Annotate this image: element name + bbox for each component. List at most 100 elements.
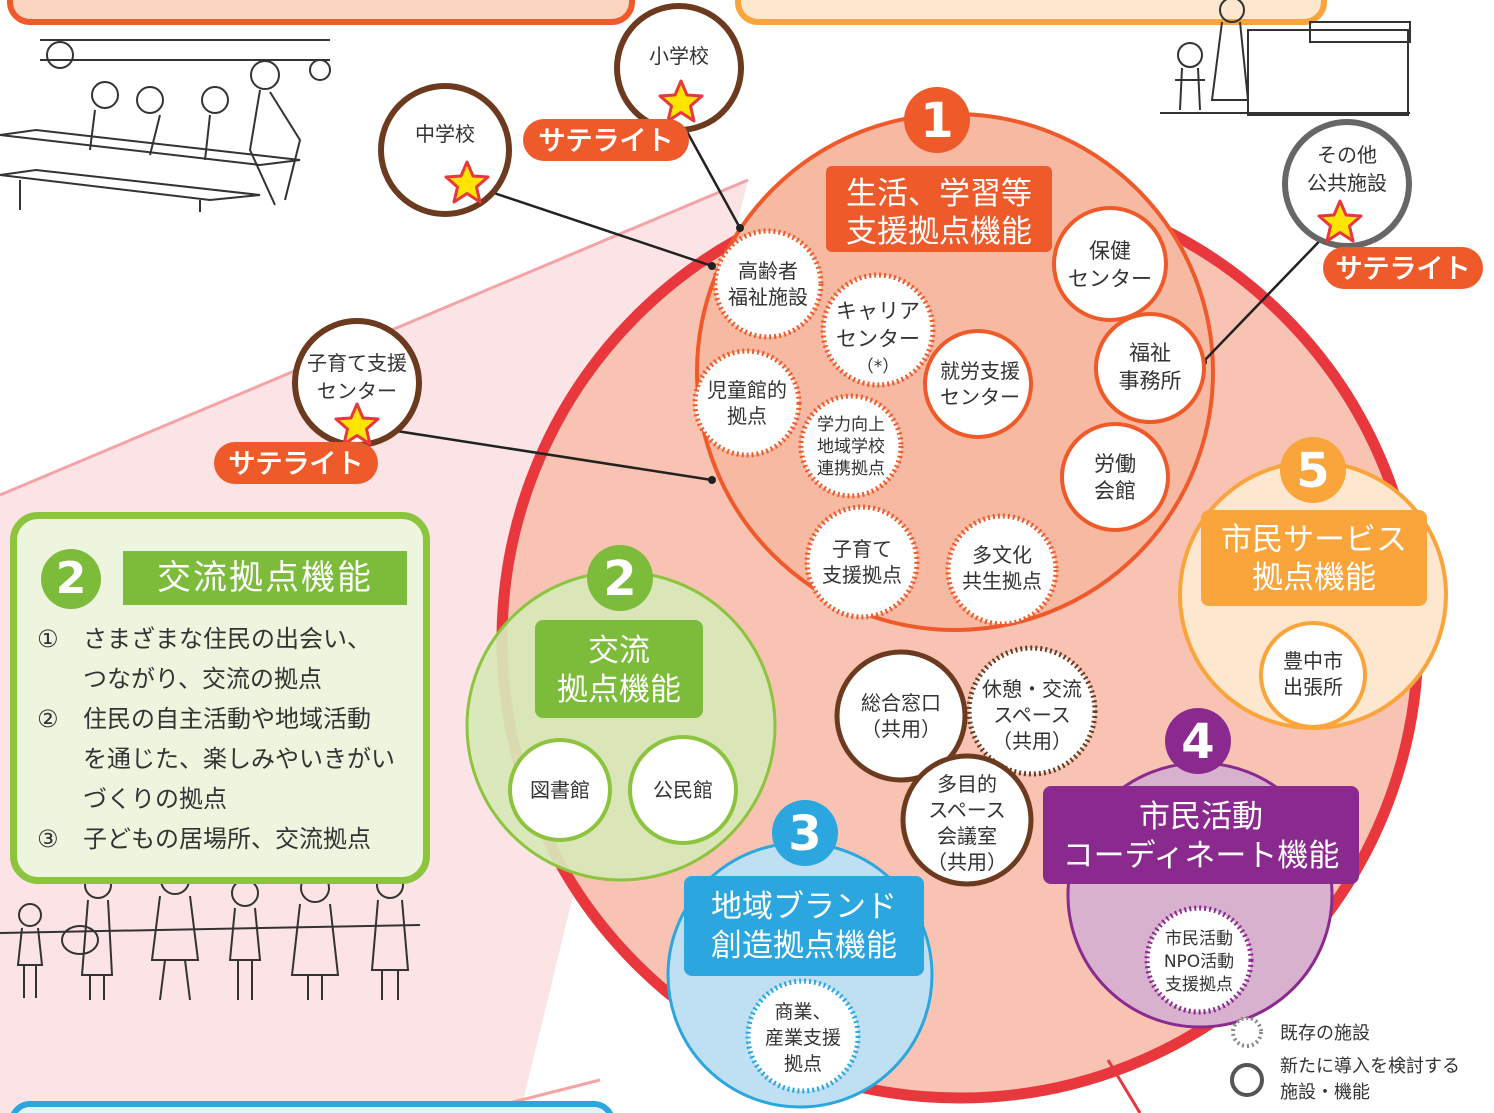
- facility-rodo: [1060, 422, 1170, 532]
- facility-fukushi: [1094, 312, 1206, 424]
- legend-new-icon: [1230, 1063, 1264, 1097]
- facility-shimin-katsudo: [1144, 905, 1254, 1015]
- satellite-badge-shogakko: [523, 119, 689, 161]
- satellite-badge-label: サテライト: [539, 126, 674, 157]
- facility-shogyo-line2: 産業支援: [765, 1027, 841, 1049]
- facility-jidokan-line1: 児童館的: [707, 378, 787, 402]
- facility-koreisha-line1: 高齢者: [738, 259, 798, 283]
- facility-koreisha: [712, 228, 824, 340]
- facility-sogo-madoguchi-line2: （共用）: [861, 717, 941, 741]
- function2-title-box: [535, 620, 703, 718]
- function1-number-badge: [904, 87, 970, 153]
- facility-tamokuteki-line2: スペース: [928, 798, 1006, 822]
- facility-rodo-line1: 労働: [1094, 452, 1136, 476]
- function3-number-badge: [772, 800, 838, 866]
- facility-kyukei-line1: 休憩・交流: [982, 677, 1082, 701]
- function2-panel: 2 交流拠点機能 ① さまざまな住民の出会い、 つながり、交流の拠点 ② 住民の…: [10, 512, 430, 884]
- main-circle-tail: [1106, 1059, 1142, 1113]
- satellite-sonota-label-line2: 公共施設: [1307, 171, 1387, 195]
- function4-number-badge: [1165, 708, 1231, 774]
- panel-item-line: 住民の自主活動や地域活動: [83, 705, 371, 733]
- panel-item: ② 住民の自主活動や地域活動 を通じた、楽しみやいきがい づくりの拠点: [37, 699, 427, 819]
- panel-item-marker: ②: [37, 705, 59, 733]
- satellite-sonota-label-line1: その他: [1317, 143, 1377, 167]
- satellite-kosodate-label-line1: 子育て支援: [307, 351, 407, 375]
- facility-kyukei-line3: （共用）: [992, 729, 1072, 753]
- function3-title-line2: 創造拠点機能: [711, 928, 897, 964]
- facility-career-line2: センター: [836, 327, 920, 351]
- function2-circle: [465, 570, 777, 882]
- facility-kominkan: [628, 735, 738, 845]
- facility-hoken-line1: 保健: [1089, 239, 1131, 263]
- facility-kominkan-label: 公民館: [653, 778, 713, 802]
- panel-title: 交流拠点機能: [123, 551, 407, 605]
- bottom-panel: [11, 1101, 613, 1113]
- facility-career-line3: （*）: [857, 357, 900, 377]
- facility-shuro: [923, 329, 1033, 439]
- panel-item: ③ 子どもの居場所、交流拠点: [37, 819, 427, 859]
- satellite-badge-kosodate: [214, 442, 378, 484]
- facility-kyukei-line2: スペース: [993, 703, 1071, 727]
- facility-hoken: [1052, 206, 1168, 322]
- facility-toyonaka: [1259, 621, 1367, 729]
- facility-tamokuteki: [900, 753, 1034, 887]
- facility-rodo-line2: 会館: [1094, 479, 1136, 503]
- facility-sogo-madoguchi-line1: 総合窓口: [861, 691, 941, 715]
- function4-number: 4: [1181, 714, 1214, 770]
- facility-sogo-madoguchi: [834, 649, 968, 783]
- function3-title-box: [684, 876, 924, 976]
- facility-gakuryoku-line2: 地域学校: [817, 437, 885, 457]
- facility-kosodate-kyoten-line1: 子育て: [832, 537, 892, 561]
- facility-shuro-line1: 就労支援: [940, 359, 1020, 383]
- function2-number-badge: [587, 545, 653, 611]
- facility-fukushi-line2: 事務所: [1119, 369, 1182, 393]
- function1-title-line1: 生活、学習等: [846, 176, 1032, 212]
- legend-existing-icon: [1231, 1016, 1263, 1048]
- facility-jidokan-line2: 拠点: [727, 404, 767, 428]
- function1-title-line2: 支援拠点機能: [846, 214, 1032, 250]
- satellite-chugakko-label: 中学校: [415, 122, 475, 146]
- facility-shimin-katsudo-line3: 支援拠点: [1165, 975, 1233, 995]
- panel-item-line: つながり、交流の拠点: [83, 665, 323, 693]
- panel-item-line: 子どもの居場所、交流拠点: [83, 825, 371, 853]
- facility-fukushi-line1: 福祉: [1129, 341, 1171, 365]
- function5-title-box: [1201, 510, 1427, 606]
- facility-toyonaka-line1: 豊中市: [1283, 649, 1343, 673]
- facility-hoken-line2: センター: [1068, 267, 1152, 291]
- panel-item-marker: ①: [37, 625, 59, 653]
- facility-shimin-katsudo-line1: 市民活動: [1165, 929, 1233, 949]
- facility-career: [820, 272, 936, 388]
- legend-new-label-line1: 新たに導入を検討する: [1280, 1056, 1460, 1077]
- facility-toshokan-label: 図書館: [530, 778, 590, 802]
- facility-kosodate-kyoten: [804, 504, 920, 620]
- facility-tabunka-line1: 多文化: [972, 543, 1032, 567]
- facility-shogyo-line3: 拠点: [784, 1053, 822, 1075]
- facility-tabunka: [945, 513, 1059, 627]
- function5-number: 5: [1296, 443, 1329, 499]
- panel-item-line: さまざまな住民の出会い、: [83, 625, 371, 653]
- facility-kyukei: [966, 645, 1098, 777]
- legend-existing-label: 既存の施設: [1280, 1023, 1370, 1044]
- satellite-kosodate-label-line2: センター: [317, 379, 397, 403]
- panel-item-marker: ③: [37, 825, 59, 853]
- facility-shimin-katsudo-line2: NPO活動: [1164, 952, 1234, 972]
- satellite-badge-sonota: [1323, 247, 1483, 289]
- facility-career-line1: キャリア: [836, 299, 920, 323]
- function1-title-box: [826, 166, 1052, 252]
- facility-tamokuteki-line4: （共用）: [927, 850, 1007, 874]
- function3-number: 3: [788, 806, 821, 862]
- facility-gakuryoku-line3: 連携拠点: [817, 459, 885, 479]
- satellite-sonota-circle: [1282, 119, 1412, 249]
- facility-tabunka-line2: 共生拠点: [962, 569, 1042, 593]
- panel-item: ① さまざまな住民の出会い、 つながり、交流の拠点: [37, 619, 427, 699]
- function5-title-line2: 拠点機能: [1252, 560, 1376, 596]
- satellite-shogakko-label: 小学校: [649, 44, 709, 68]
- top-right-panel: [735, 0, 1327, 25]
- panel-item-line: づくりの拠点: [83, 785, 227, 813]
- function1-number: 1: [920, 93, 953, 149]
- function4-title-box: [1043, 786, 1359, 884]
- facility-tamokuteki-line1: 多目的: [937, 772, 997, 796]
- function5-title-line1: 市民サービス: [1221, 522, 1407, 558]
- facility-toyonaka-line2: 出張所: [1283, 675, 1343, 699]
